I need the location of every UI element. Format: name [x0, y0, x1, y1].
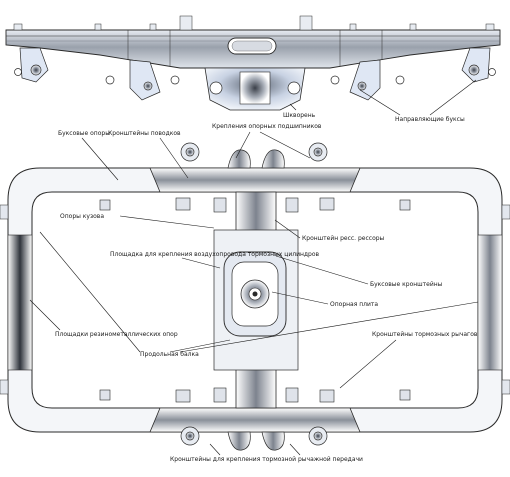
plan-view [0, 142, 510, 451]
callouts: Буксовые опоры Кронштейны поводков Крепл… [29, 123, 479, 463]
label-kronshteyny-nizhnie: Кронштейны для крепления тормозной рычаж… [170, 456, 363, 463]
label-kronshteyny-tormoza: Кронштейны тормозных рычагов [372, 331, 478, 338]
label-shkvoren: Шкворень [283, 112, 316, 119]
label-ploshchadka-rezinometallicheskie: Площадки резинометаллических опор [55, 331, 178, 338]
bottom-longitudinal-bar [149, 407, 361, 433]
axlebox-brackets-side [14, 47, 496, 101]
label-buksovye-kronshteyny: Буксовые кронштейны [370, 281, 443, 288]
label-bukovye-opory-top: Буксовые опоры [58, 130, 110, 137]
label-kronshteyn-povodkov: Кронштейны поводков [108, 130, 181, 137]
bottom-lugs [227, 431, 285, 451]
top-longitudinal-bar [149, 167, 361, 193]
right-side-beam [477, 234, 503, 371]
label-napravlyayushchie-buksy: Направляющие буксы [395, 116, 465, 123]
label-prodolnaya-balka: Продольная балка [140, 351, 199, 358]
label-opornaya-plita: Опорная плита [330, 301, 378, 308]
label-opora-kuzova: Опоры кузова [60, 213, 104, 220]
top-lugs [227, 149, 285, 169]
label-kronshteyn-ressor: Кронштейн ресс. рессоры [302, 235, 385, 242]
left-side-beam [7, 234, 33, 371]
label-krepleniya-opory: Крепления опорных подшипников [212, 123, 322, 130]
side-view [5, 15, 501, 111]
round-lugs [180, 142, 328, 446]
brake-brackets [99, 197, 411, 403]
label-ploshchadka-vozdukhoprovoda: Площадка для крепления воздухопровода то… [110, 251, 320, 258]
